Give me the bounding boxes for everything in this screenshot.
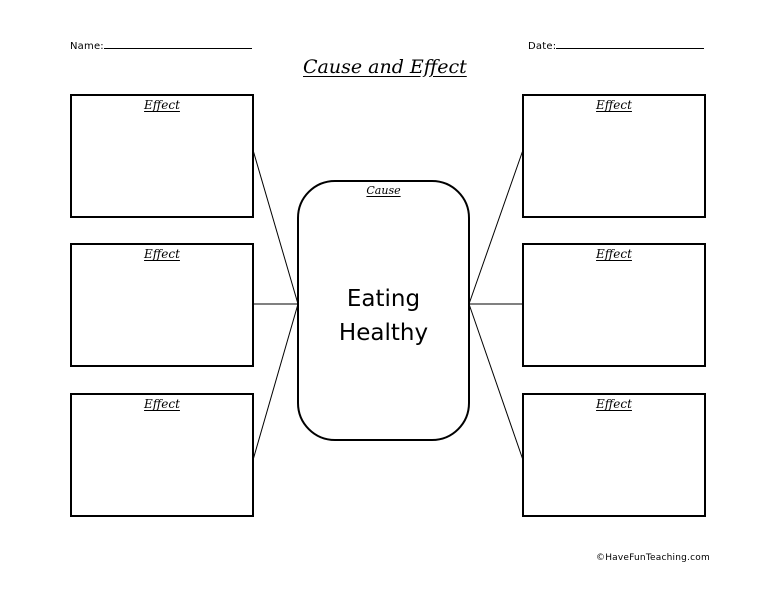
effect-label: Effect [596,247,632,261]
cause-text-line-2: Healthy [338,320,429,346]
date-field: Date: [528,39,705,52]
effect-box-right-1[interactable]: Effect [522,94,706,218]
cause-label: Cause [366,184,401,197]
effect-label: Effect [596,98,632,112]
effect-label: Effect [144,247,180,261]
connector-left-bottom [252,303,299,461]
effect-label: Effect [144,397,180,411]
connector-left-top [252,149,299,305]
effect-box-left-3[interactable]: Effect [70,393,254,517]
effect-box-right-3[interactable]: Effect [522,393,706,517]
date-input-line[interactable] [556,39,705,49]
name-input-line[interactable] [103,39,252,49]
connector-right-bottom [468,303,524,461]
name-field: Name: [70,39,252,52]
copyright-footer: ©HaveFunTeaching.com [596,553,710,563]
cause-text: Eating Healthy [299,282,468,350]
effect-label: Effect [144,98,180,112]
connector-right-top [468,149,524,305]
effect-label: Effect [596,397,632,411]
cause-text-line-1: Eating [346,286,421,312]
page-title: Cause and Effect [303,56,467,78]
effect-box-right-2[interactable]: Effect [522,243,706,367]
date-label: Date: [528,41,557,52]
name-label: Name: [70,41,104,52]
effect-box-left-2[interactable]: Effect [70,243,254,367]
cause-box[interactable]: Cause Eating Healthy [297,180,470,441]
effect-box-left-1[interactable]: Effect [70,94,254,218]
